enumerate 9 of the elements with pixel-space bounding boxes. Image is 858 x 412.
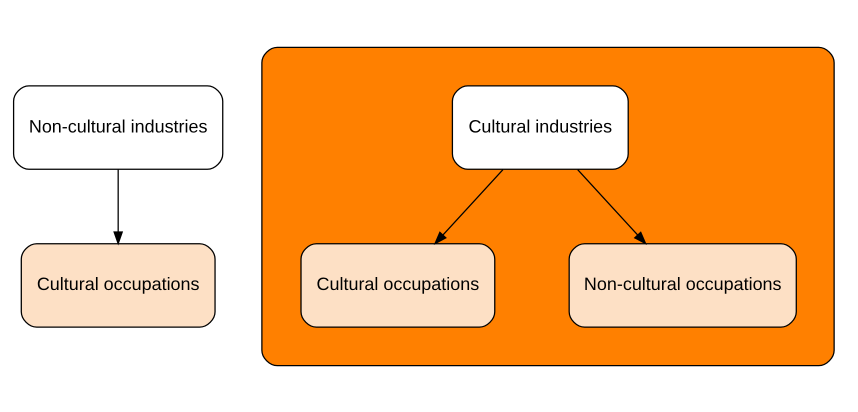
node-box: Non-cultural occupations	[568, 242, 797, 328]
cluster	[261, 46, 835, 366]
arrow	[577, 168, 647, 245]
node-box: Non-cultural industries	[12, 84, 224, 170]
arrow	[113, 169, 124, 246]
arrow	[434, 168, 504, 245]
node-box: Cultural industries	[452, 84, 629, 170]
node-box: Cultural occupations	[300, 242, 496, 328]
node-box: Cultural occupations	[20, 242, 216, 328]
